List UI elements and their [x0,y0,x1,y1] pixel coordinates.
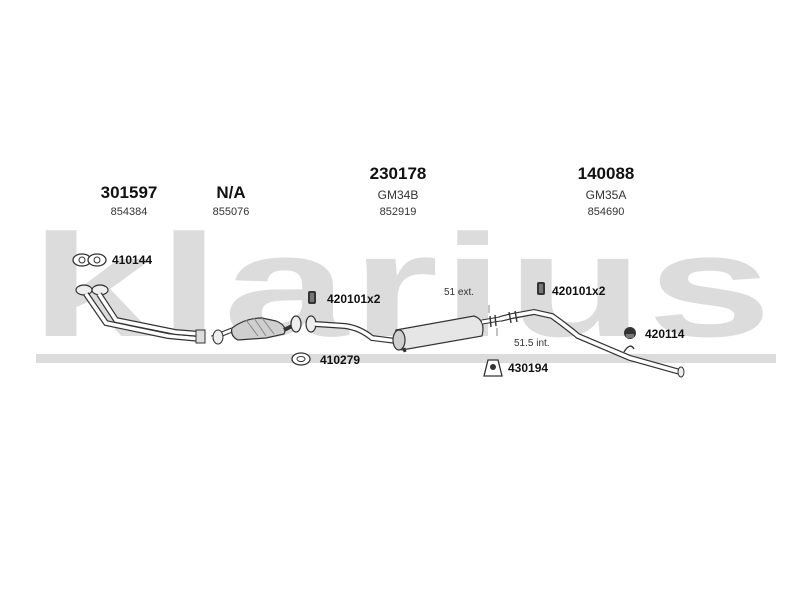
section-middle-sub: GM34B [377,188,419,202]
catalyst-part [211,317,293,345]
section-catalyst-ref: 855076 [212,206,250,218]
fitting-label-410144: 410144 [112,253,153,267]
hanger-mid-icon [483,359,503,377]
clamp-2-icon [537,282,545,295]
fitting-label-410279: 410279 [320,353,361,367]
section-middle-code: 230178 [369,164,427,183]
watermark-underline [36,354,776,363]
fitting-label-clamp-2: 420101x2 [552,284,606,298]
hanger-rear-icon [624,327,636,339]
dimension-int-label: 51.5 int. [514,338,550,349]
front-downpipe-part [75,284,206,344]
gasket-cat-icon [291,352,311,366]
fitting-label-clamp-1: 420101x2 [327,292,381,306]
gasket-front-icon [72,253,107,267]
section-front-code: 301597 [100,183,158,202]
dimension-leaders [488,305,498,336]
flange-gasket-part [290,315,317,333]
rear-pipe-part [499,308,685,378]
section-catalyst-code: N/A [216,183,246,202]
middle-silencer-part [314,314,501,353]
section-rear-code: 140088 [577,164,635,183]
section-front-ref: 854384 [110,206,148,218]
section-rear-sub: GM35A [585,188,627,202]
section-rear-ref: 854690 [587,206,625,218]
dimension-ext-label: 51 ext. [444,287,475,298]
clamp-1-icon [308,291,316,304]
fitting-label-430194: 430194 [508,361,549,375]
fitting-label-420114: 420114 [645,327,685,341]
section-middle-ref: 852919 [379,206,417,218]
